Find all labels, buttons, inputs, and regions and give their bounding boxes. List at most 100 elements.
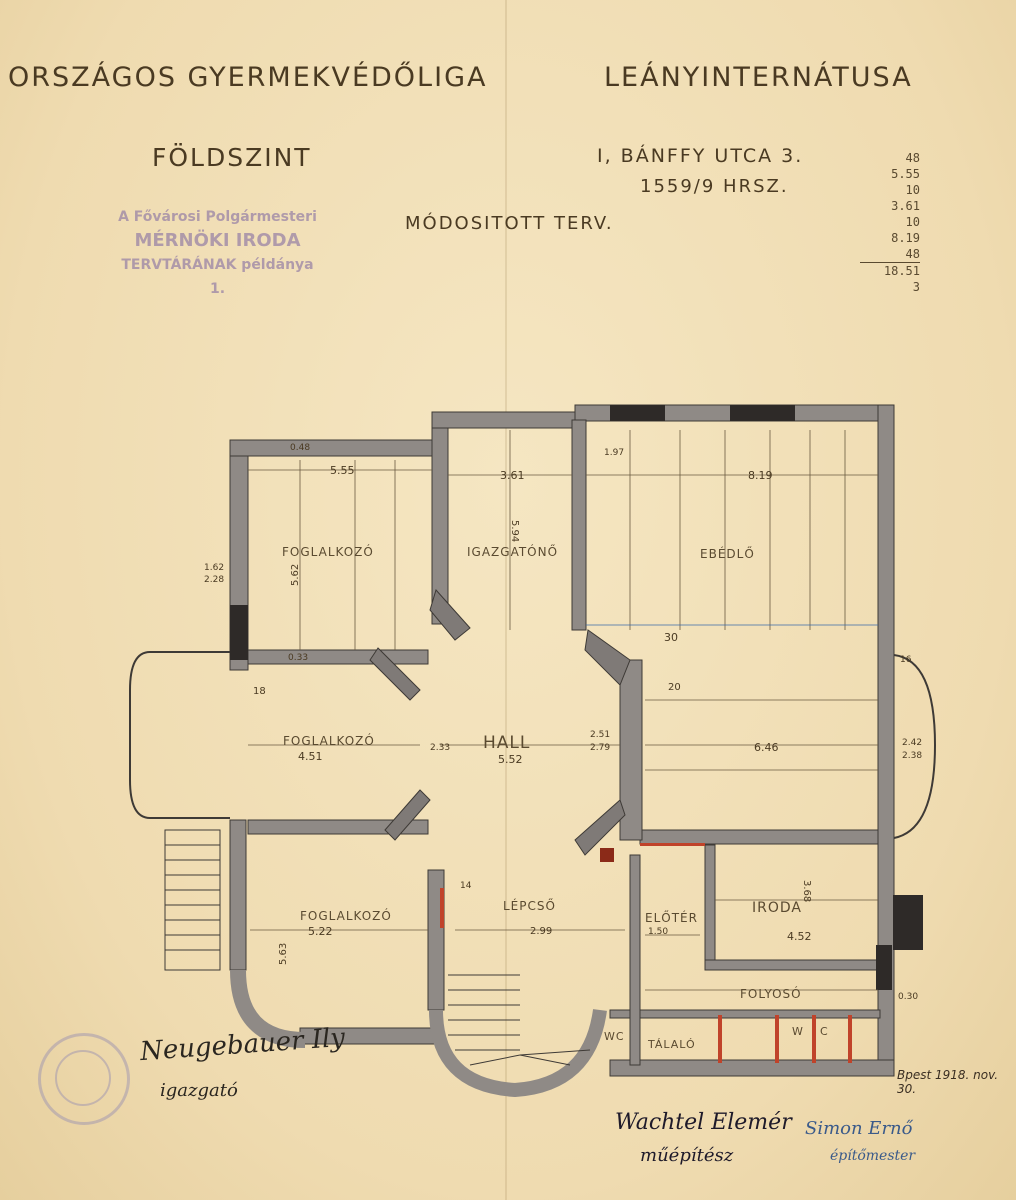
signature-right: Wachtel Elemér bbox=[615, 1110, 792, 1135]
revision-label: MÓDOSITOTT TERV. bbox=[405, 213, 614, 234]
dim-label: 16 bbox=[900, 655, 912, 665]
room-wc: WC bbox=[604, 1030, 625, 1043]
dimension-lines bbox=[248, 430, 878, 991]
wall bbox=[629, 854, 641, 1066]
dim-label: 5.22 bbox=[308, 925, 333, 938]
signature-right-title: műépítész bbox=[640, 1145, 734, 1166]
room-foglalkozo-sw: FOGLALKOZÓ bbox=[300, 908, 392, 923]
wall bbox=[571, 419, 587, 631]
dim-label: 2.42 bbox=[902, 738, 922, 748]
red-partitions bbox=[440, 843, 852, 1063]
partition bbox=[440, 888, 444, 928]
room-c: C bbox=[820, 1025, 829, 1038]
corner-wall bbox=[574, 799, 626, 856]
room-ebedlo: EBÉDLŐ bbox=[700, 546, 755, 561]
chimney bbox=[600, 848, 614, 862]
bay-west bbox=[129, 651, 230, 819]
dim-label: 0.48 bbox=[290, 443, 310, 453]
dim-label: 3.61 bbox=[500, 469, 525, 482]
wall bbox=[639, 829, 879, 845]
calc-line: 48 bbox=[905, 151, 920, 165]
corner-wall bbox=[584, 629, 631, 686]
signature-third-title: építőmester bbox=[830, 1148, 916, 1164]
dim-label: 20 bbox=[668, 682, 681, 693]
curved-corner bbox=[230, 969, 306, 1048]
wall bbox=[704, 959, 881, 971]
wall bbox=[431, 411, 449, 625]
room-hall: HALL bbox=[483, 733, 530, 753]
room-iroda: IRODA bbox=[752, 900, 802, 916]
floor-title: FÖLDSZINT bbox=[152, 143, 312, 172]
dim-label: 18 bbox=[253, 686, 266, 697]
stair-curve bbox=[429, 1008, 607, 1098]
paper-fold bbox=[505, 0, 507, 1200]
chimneys bbox=[230, 405, 923, 990]
dim-label: 2.99 bbox=[530, 926, 552, 937]
calc-line: 10 bbox=[905, 215, 920, 229]
room-igazgatono: IGAZGATÓNŐ bbox=[467, 544, 558, 559]
chimney bbox=[893, 895, 923, 950]
chimney bbox=[610, 405, 665, 421]
room-lepcso: LÉPCSŐ bbox=[503, 898, 556, 913]
room-foglalkozo-nw: FOGLALKOZÓ bbox=[282, 544, 374, 559]
calc-line: 18.51 bbox=[860, 262, 920, 279]
round-seal bbox=[38, 1033, 130, 1125]
calc-line: 5.55 bbox=[891, 167, 920, 181]
chimney bbox=[876, 945, 892, 990]
dim-label: 0.30 bbox=[898, 992, 918, 1002]
office-stamp: A Fővárosi Polgármesteri MÉRNÖKI IRODA T… bbox=[85, 205, 350, 301]
wall bbox=[609, 1009, 881, 1019]
dim-label: 3.68 bbox=[801, 880, 812, 902]
dim-label: 2.28 bbox=[204, 575, 224, 585]
dim-label: 5.62 bbox=[290, 564, 301, 586]
organization-title: ORSZÁGOS GYERMEKVÉDŐLIGA bbox=[8, 62, 488, 93]
dim-label: 5.94 bbox=[509, 520, 520, 542]
room-eloter: ELŐTÉR bbox=[645, 910, 698, 925]
calc-line: 10 bbox=[905, 183, 920, 197]
dim-label: 5.55 bbox=[330, 464, 355, 477]
dim-label: 5.63 bbox=[278, 943, 289, 965]
stamp-line: A Fővárosi Polgármesteri bbox=[118, 209, 317, 225]
hall-corners bbox=[369, 589, 631, 856]
corner-wall bbox=[429, 589, 471, 641]
calc-line: 8.19 bbox=[891, 231, 920, 245]
curves bbox=[129, 651, 937, 1098]
dim-label: 2.51 bbox=[590, 730, 610, 740]
partition bbox=[640, 843, 705, 846]
partition bbox=[775, 1015, 779, 1063]
dim-label: 2.33 bbox=[430, 743, 450, 753]
room-foglalkozo-w: FOGLALKOZÓ bbox=[283, 733, 375, 748]
room-w: W bbox=[792, 1025, 804, 1038]
room-folyoso: FOLYOSÓ bbox=[740, 986, 802, 1001]
calc-line: 3.61 bbox=[891, 199, 920, 213]
dim-label: 30 bbox=[664, 631, 678, 644]
partition bbox=[812, 1015, 816, 1063]
dim-label: 6.46 bbox=[754, 741, 779, 754]
wall bbox=[229, 439, 436, 457]
dim-label: 1.50 bbox=[648, 927, 668, 937]
partition bbox=[718, 1015, 722, 1063]
calc-line: 3 bbox=[912, 280, 920, 294]
dim-label: 0.33 bbox=[288, 653, 308, 663]
wall bbox=[247, 649, 429, 665]
signature-third: Simon Ernő bbox=[805, 1118, 913, 1139]
corner-wall bbox=[384, 789, 431, 841]
dim-label: 5.52 bbox=[498, 753, 523, 766]
building-title: LEÁNYINTERNÁTUSA bbox=[604, 62, 913, 93]
wall bbox=[431, 411, 583, 429]
dim-label: 2.79 bbox=[590, 743, 610, 753]
corner-wall bbox=[369, 647, 421, 701]
dim-label: 8.19 bbox=[748, 469, 773, 482]
partition bbox=[848, 1015, 852, 1063]
dim-label: 4.52 bbox=[787, 930, 812, 943]
wall bbox=[247, 819, 429, 835]
wall bbox=[229, 819, 247, 971]
dim-label: 2.38 bbox=[902, 751, 922, 761]
dim-label: 4.51 bbox=[298, 750, 323, 763]
lot-number: 1559/9 HRSZ. bbox=[640, 176, 789, 197]
dim-label: 14 bbox=[460, 881, 472, 891]
stamp-line: MÉRNÖKI IRODA bbox=[134, 230, 301, 251]
stairs bbox=[164, 829, 591, 1066]
